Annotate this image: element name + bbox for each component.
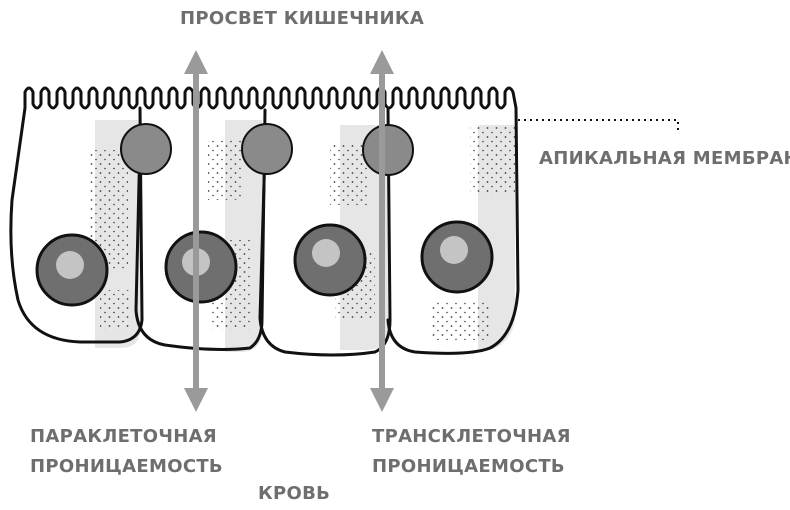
microvilli-brush-border — [23, 86, 518, 110]
paracellular-permeability-label: ПАРАКЛЕТОЧНАЯ ПРОНИЦАЕМОСТЬ — [30, 422, 223, 482]
nuclei — [35, 220, 494, 307]
transcellular-label-line2: ПРОНИЦАЕМОСТЬ — [372, 456, 565, 477]
nucleus-3 — [293, 223, 367, 297]
junction-1 — [120, 123, 172, 175]
paracellular-label-line1: ПАРАКЛЕТОЧНАЯ — [30, 426, 217, 447]
blood-label-text: КРОВЬ — [258, 483, 331, 504]
nucleus-1 — [35, 233, 109, 307]
junction-3 — [362, 124, 414, 176]
nucleus-2 — [164, 230, 238, 304]
junction-2 — [241, 123, 293, 175]
apical-leader-line — [518, 119, 679, 134]
paracellular-label-line2: ПРОНИЦАЕМОСТЬ — [30, 456, 223, 477]
transcellular-permeability-label: ТРАНСКЛЕТОЧНАЯ ПРОНИЦАЕМОСТЬ — [372, 422, 571, 482]
permeability-arrows — [184, 49, 394, 412]
blood-label: КРОВЬ — [258, 479, 330, 509]
lumen-label: ПРОСВЕТ КИШЕЧНИКА — [180, 4, 424, 34]
apical-membrane-label-text: АПИКАЛЬНАЯ МЕМБРАНА — [539, 148, 790, 169]
cell-1-outline — [9, 106, 144, 344]
cell-2-outline — [134, 108, 267, 351]
lumen-label-text: ПРОСВЕТ КИШЕЧНИКА — [180, 8, 425, 29]
nucleus-4 — [420, 220, 494, 294]
apical-membrane-label: АПИКАЛЬНАЯ МЕМБРАНА — [539, 144, 790, 174]
cell-4-outline — [386, 106, 520, 355]
transcellular-label-line1: ТРАНСКЛЕТОЧНАЯ — [372, 426, 571, 447]
